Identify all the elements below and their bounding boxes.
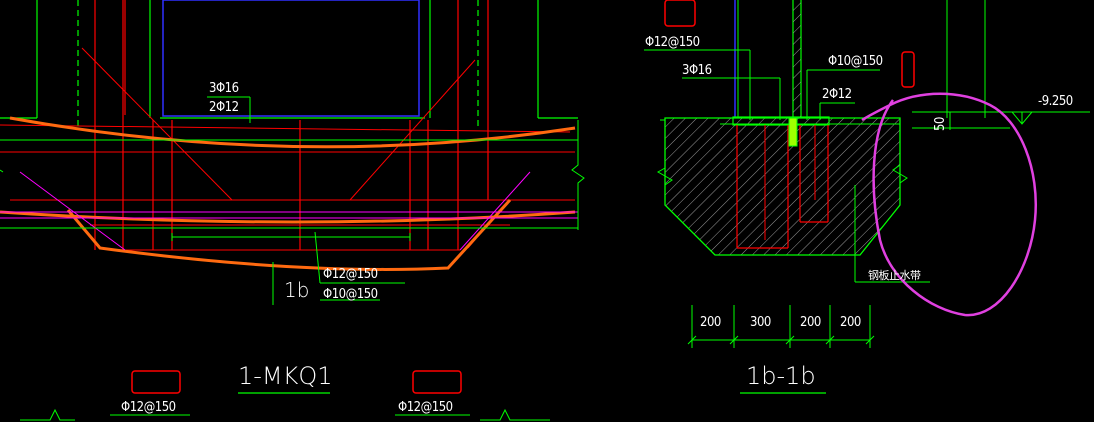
bottom-left-phi12-150: Φ12@150	[121, 400, 176, 415]
right-label-phi12-150: Φ12@150	[645, 35, 700, 50]
left-label-2phi12: 2Φ12	[209, 100, 239, 115]
dim-50-label: 50	[933, 117, 948, 131]
left-section-mark: 1b	[284, 278, 310, 302]
dim-label-3: 200	[840, 315, 861, 330]
right-label-2phi12: 2Φ12	[822, 87, 852, 102]
left-label-phi12-150: Φ12@150	[323, 267, 378, 282]
right-detail-section	[644, 0, 1090, 394]
waterstop-note: 钢板止水带	[868, 269, 921, 282]
right-detail-title: 1b-1b	[746, 362, 816, 390]
left-label-phi10-150: Φ10@150	[323, 287, 378, 302]
dim-label-2: 200	[800, 315, 821, 330]
left-detail-elevation	[0, 0, 585, 421]
elevation-label: -9.250	[1038, 94, 1073, 109]
markup-circle	[861, 92, 1037, 317]
left-detail-title: 1-MKQ1	[238, 362, 333, 390]
left-label-3phi16: 3Φ16	[209, 81, 239, 96]
bottom-right-phi12-150: Φ12@150	[398, 400, 453, 415]
right-label-phi10-150: Φ10@150	[828, 54, 883, 69]
dim-label-1: 300	[750, 315, 771, 330]
dim-label-0: 200	[700, 315, 721, 330]
right-label-3phi16: 3Φ16	[682, 63, 712, 78]
